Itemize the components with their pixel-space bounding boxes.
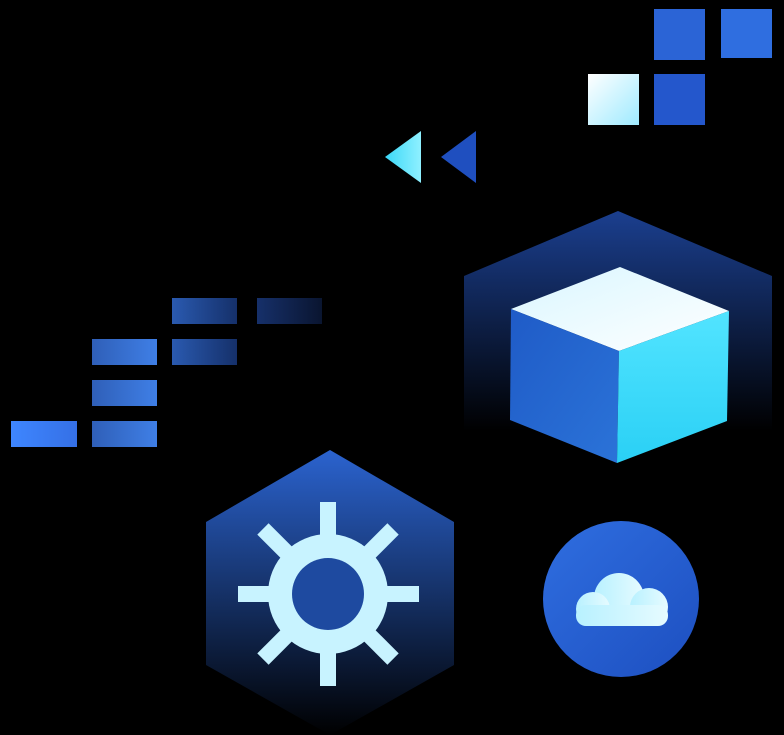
bar-block (257, 298, 322, 324)
arrow-left-cyan-icon (385, 131, 421, 183)
bar-block (92, 421, 157, 447)
gear-center-hole (292, 558, 364, 630)
cube-icon (464, 211, 772, 470)
square-grid-icon (588, 9, 772, 125)
cube-left-face (510, 309, 619, 463)
rewind-arrows-icon (385, 131, 476, 183)
gear-icon (206, 450, 454, 735)
cloud-shape (576, 573, 668, 626)
bar-block (92, 380, 157, 406)
grid-tile-light (588, 74, 639, 125)
grid-tile (721, 9, 772, 58)
arrow-left-blue-icon (441, 131, 476, 183)
bar-blocks-icon (11, 298, 322, 447)
cube-top-face (511, 267, 729, 351)
bar-block (11, 421, 77, 447)
bar-block (172, 298, 237, 324)
grid-tile (654, 74, 705, 125)
cloud-icon (543, 521, 699, 677)
bar-block (172, 339, 237, 365)
grid-tile (654, 9, 705, 60)
bar-block (92, 339, 157, 365)
cube-right-face (617, 311, 729, 463)
